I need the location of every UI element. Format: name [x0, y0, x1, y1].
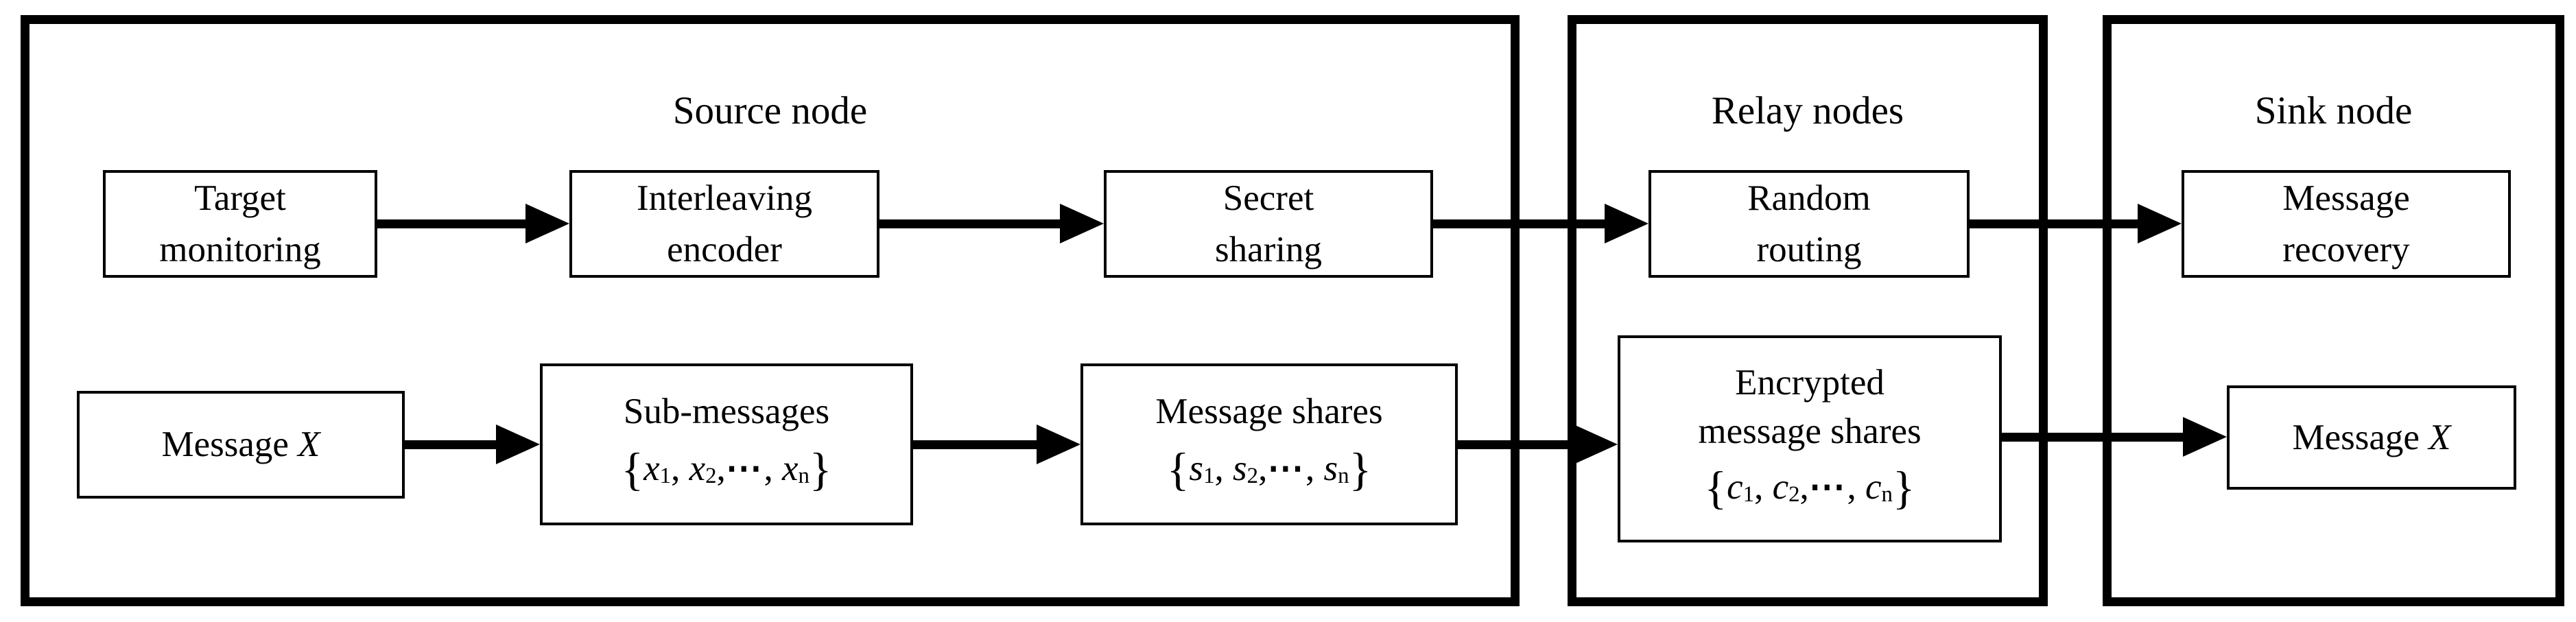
secret-sharing-box: Secret sharing	[1104, 170, 1433, 278]
sink-node-title: Sink node	[2254, 89, 2413, 132]
arrowhead-icon	[1060, 204, 1104, 243]
arrow-shaft	[1433, 219, 1616, 228]
arrow-shaft	[1458, 440, 1585, 449]
encrypted-message-shares-label: Encrypted message shares	[1698, 362, 1922, 452]
secret-sharing-label: Secret sharing	[1214, 178, 1323, 270]
arrowhead-icon	[525, 204, 569, 243]
message-recovery-label: Message recovery	[2282, 178, 2410, 270]
arrowhead-icon	[1574, 424, 1618, 464]
encrypted-message-shares-box: Encrypted message shares {c1, c2,⋯, cn}	[1618, 335, 2002, 542]
arrow-shaft	[377, 219, 536, 228]
encrypted-message-shares-formula: {c1, c2,⋯, cn}	[1704, 462, 1915, 514]
message-x-source-label: Message X	[161, 424, 320, 465]
arrow-shaft	[405, 440, 507, 449]
relay-nodes-title: Relay nodes	[1711, 89, 1904, 132]
arrow-shaft	[879, 219, 1071, 228]
sub-messages-box: Sub-messages {x1, x2,⋯, xn}	[540, 363, 913, 525]
random-routing-label: Random routing	[1747, 178, 1871, 270]
message-shares-formula: {s1, s2,⋯, sn}	[1166, 443, 1372, 495]
sub-messages-formula: {x1, x2,⋯, xn}	[621, 443, 832, 495]
message-shares-box: Message shares {s1, s2,⋯, sn}	[1080, 363, 1458, 525]
arrow-shaft	[913, 440, 1048, 449]
target-monitoring-label: Target monitoring	[159, 178, 321, 270]
random-routing-box: Random routing	[1649, 170, 1970, 278]
sub-messages-label: Sub-messages	[623, 392, 830, 432]
message-x-source-box: Message X	[77, 391, 405, 499]
interleaving-encoder-label: Interleaving encoder	[636, 178, 813, 270]
interleaving-encoder-box: Interleaving encoder	[569, 170, 879, 278]
message-recovery-box: Message recovery	[2182, 170, 2511, 278]
arrowhead-icon	[1605, 204, 1649, 243]
arrow-shaft	[1970, 219, 2149, 228]
target-monitoring-box: Target monitoring	[103, 170, 377, 278]
message-shares-label: Message shares	[1155, 392, 1383, 432]
message-x-sink-label: Message X	[2292, 417, 2451, 457]
source-node-title: Source node	[672, 89, 868, 132]
sink-node-container: Sink node	[2103, 15, 2564, 606]
arrowhead-icon	[496, 424, 540, 464]
arrowhead-icon	[1037, 424, 1080, 464]
message-x-sink-box: Message X	[2227, 385, 2516, 490]
arrowhead-icon	[2138, 204, 2182, 243]
arrowhead-icon	[2183, 417, 2227, 457]
arrow-shaft	[2002, 433, 2194, 442]
